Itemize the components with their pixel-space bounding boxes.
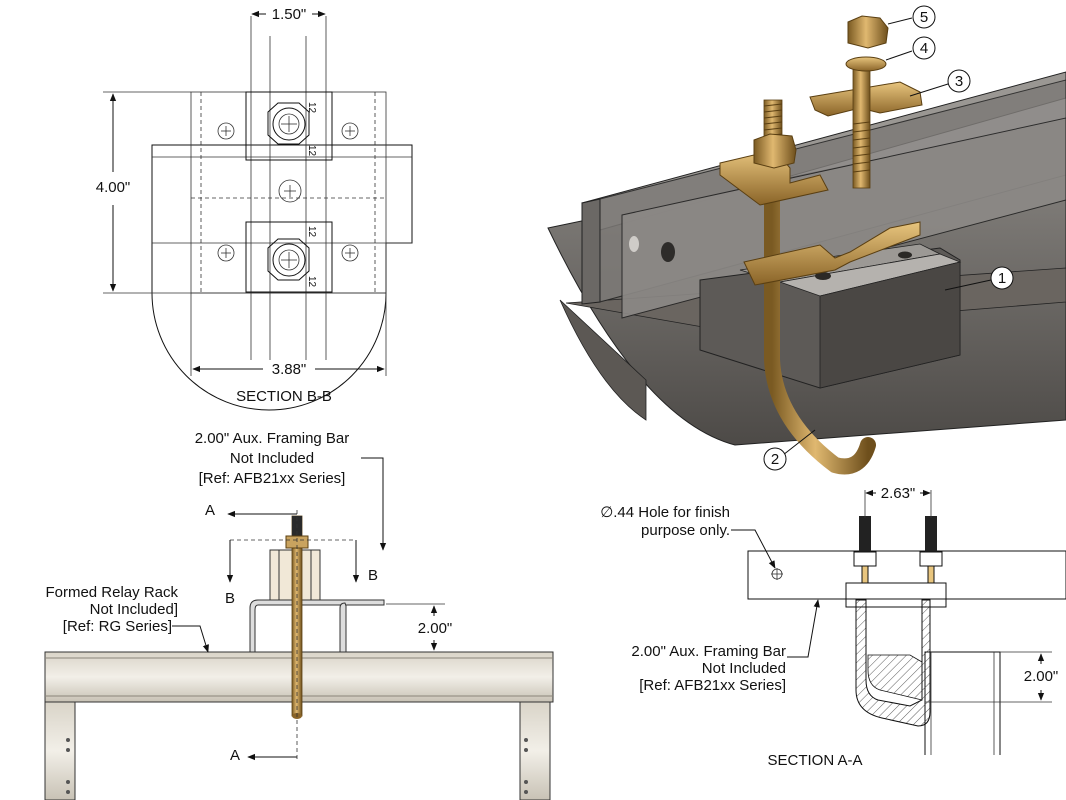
svg-text:1: 1	[998, 270, 1006, 287]
washer-4	[845, 56, 887, 72]
aux-framing-channel	[249, 599, 385, 653]
isometric-view: 5 4 3 1 2	[547, 5, 1066, 475]
section-bolt-right	[919, 516, 943, 584]
side-view: A A B B 2.00" Aux. Framing Bar Not Inclu…	[44, 430, 554, 800]
center-hole	[278, 179, 302, 203]
svg-text:3: 3	[955, 73, 963, 90]
clamp-plate-lower	[245, 221, 333, 293]
relay-rack-note-line1: Formed Relay Rack	[45, 584, 178, 601]
section-aa-view: ∅.44 Hole for finish purpose only. 2.63"…	[600, 485, 1066, 769]
mark-12: 12	[306, 226, 317, 238]
callout-5: 5	[887, 5, 936, 29]
section-bb-title: SECTION B-B	[236, 388, 332, 405]
section-a-label-bottom: A	[230, 747, 240, 764]
aa-aux-bar-note-line2: Not Included	[702, 660, 786, 677]
hex-nut-5	[847, 15, 889, 49]
rack-leg-left	[44, 701, 76, 800]
section-a-label-top: A	[205, 502, 215, 519]
section-bb-view: 12 12 12 12 1.50" 4.00" 3.88" SECTION B-…	[96, 6, 413, 411]
aux-bar-note-line3: [Ref: AFB21xx Series]	[199, 470, 346, 487]
mounting-holes	[217, 122, 359, 262]
mark-12: 12	[306, 102, 317, 114]
aux-bar-note-line1: 2.00" Aux. Framing Bar	[195, 430, 350, 447]
callout-2: 2	[763, 429, 816, 471]
aux-framing-bar-section	[747, 550, 1066, 600]
section-aa-title: SECTION A-A	[767, 752, 862, 769]
dim-width-top: 1.50"	[272, 6, 307, 23]
section-b-label-right: B	[368, 567, 378, 584]
clamp-plate-upper	[245, 91, 333, 161]
aa-aux-bar-note-line3: [Ref: AFB21xx Series]	[639, 677, 786, 694]
framing-outline	[190, 91, 387, 294]
side-dim-height: 2.00"	[418, 620, 453, 637]
mark-12: 12	[306, 276, 317, 288]
aa-dim-height: 2.00"	[1024, 668, 1059, 685]
j-bolt	[764, 187, 876, 475]
callout-4: 4	[885, 36, 936, 61]
relay-rack-note-line2: Not Included]	[90, 601, 178, 618]
relay-rack-note-line3: [Ref: RG Series]	[63, 618, 172, 635]
section-bolt-left	[853, 516, 877, 584]
hole-note-line2: purpose only.	[641, 522, 730, 539]
bolt-lower	[267, 238, 310, 281]
aux-bar-note-line2: Not Included	[230, 450, 314, 467]
bolt-upper	[267, 102, 310, 145]
hole-note-line1: ∅.44 Hole for finish	[600, 504, 730, 521]
aa-aux-bar-note-line1: 2.00" Aux. Framing Bar	[631, 643, 786, 660]
callout-3: 3	[909, 69, 971, 97]
bracket-outline	[151, 144, 413, 411]
threaded-rod-right	[852, 67, 871, 189]
dim-bolt-spacing: 2.63"	[881, 485, 916, 502]
rack-channel	[924, 651, 1001, 755]
section-b-label-left: B	[225, 590, 235, 607]
dim-width-bottom: 3.88"	[272, 361, 307, 378]
callout-1: 1	[944, 266, 1014, 291]
threaded-rod-left	[753, 99, 797, 169]
mark-12: 12	[306, 145, 317, 157]
svg-text:2: 2	[771, 451, 779, 468]
clamp-section-hatched	[855, 599, 931, 727]
dim-height: 4.00"	[96, 179, 131, 196]
clip-lower	[743, 221, 921, 286]
svg-text:5: 5	[920, 9, 928, 26]
svg-text:4: 4	[920, 40, 928, 57]
